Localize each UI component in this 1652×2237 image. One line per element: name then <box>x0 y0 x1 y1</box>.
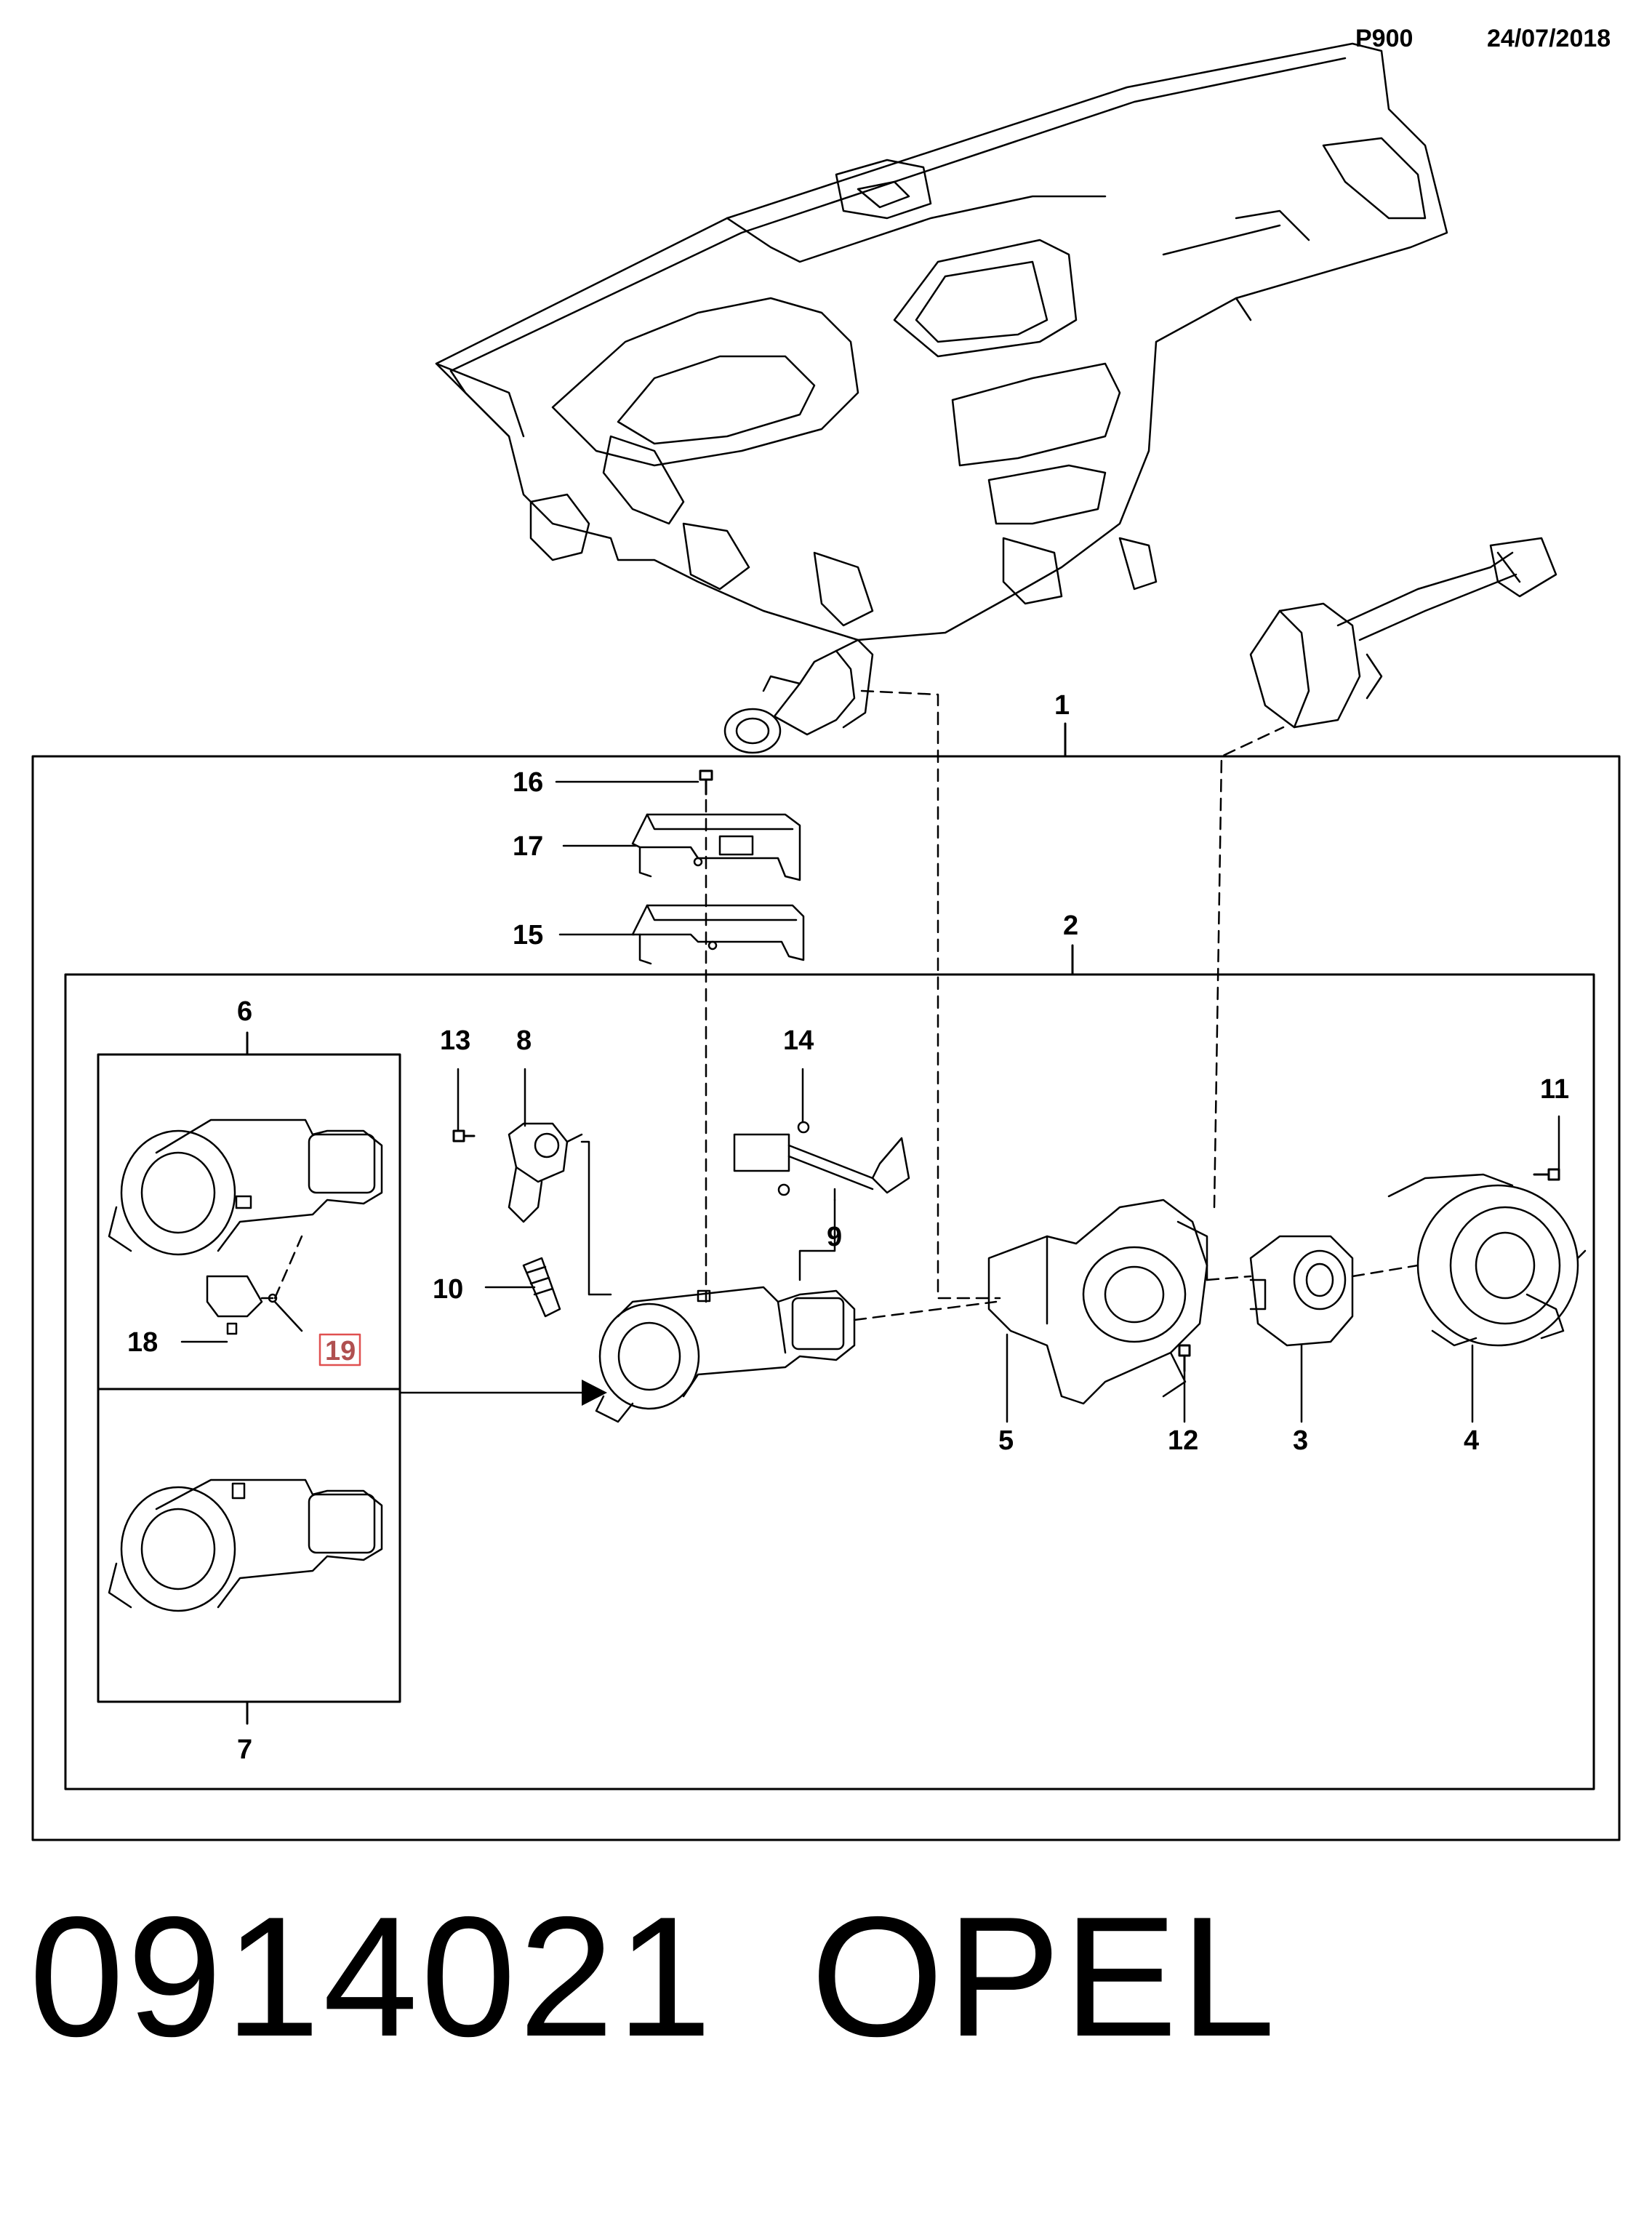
callout-18: 18 <box>127 1327 158 1358</box>
callout-17: 17 <box>513 831 543 862</box>
variant-7-module-drawing <box>108 1478 383 1612</box>
callout-19-highlight-box <box>318 1333 361 1366</box>
right-stalk-switch-drawing <box>1249 537 1557 729</box>
instrument-panel-drawing <box>435 42 1448 641</box>
housing-5-drawing <box>987 1198 1208 1405</box>
left-stalk-switch-drawing <box>723 639 874 754</box>
ignition-housing-drawing <box>595 1286 856 1423</box>
callout-8: 8 <box>516 1025 532 1056</box>
variant-6-module-drawing <box>108 1118 383 1256</box>
dashed-connection-lines <box>273 689 1587 1321</box>
callout-labels: 1 2 6 7 16 17 15 13 8 14 9 10 18 19 11 5… <box>127 690 1569 1765</box>
callout-16: 16 <box>513 767 543 798</box>
callout-2: 2 <box>1063 911 1078 941</box>
callout-19: 19 <box>325 1336 356 1366</box>
screw-13-drawing <box>452 1129 476 1142</box>
callout-12: 12 <box>1168 1425 1198 1456</box>
screw-11-drawing <box>1533 1168 1560 1181</box>
bracket-15-drawing <box>631 904 805 965</box>
callout-1: 1 <box>1054 690 1070 721</box>
variant-7-frame <box>97 1388 401 1703</box>
bracket-17-drawing <box>631 813 801 881</box>
callout-6: 6 <box>237 996 252 1027</box>
callout-13: 13 <box>440 1025 470 1056</box>
callout-14: 14 <box>783 1025 814 1056</box>
callout-10: 10 <box>433 1274 463 1305</box>
callout-9: 9 <box>827 1222 842 1252</box>
callout-3: 3 <box>1293 1425 1308 1456</box>
assembly-1-frame <box>31 755 1621 1841</box>
diagram-code: P900 <box>1355 25 1414 52</box>
brand-name: OPEL <box>811 1881 1278 2072</box>
diagram-date: 24/07/2018 <box>1487 25 1611 52</box>
screw-16-drawing <box>699 769 713 796</box>
coil-4-drawing <box>1387 1173 1579 1347</box>
sensor-8-drawing <box>508 1122 583 1223</box>
leader-lines <box>180 780 1560 1423</box>
pin-10-drawing <box>522 1257 561 1318</box>
harness-9-drawing <box>733 1121 910 1196</box>
callout-11: 11 <box>1540 1074 1569 1105</box>
callout-7: 7 <box>237 1734 252 1765</box>
callout-15: 15 <box>513 920 543 951</box>
part-number: 0914021 <box>29 1881 715 2072</box>
screw-12-drawing <box>1178 1344 1191 1372</box>
clockspring-3-drawing <box>1249 1235 1354 1347</box>
callout-4: 4 <box>1464 1425 1479 1456</box>
variant-arrow-head <box>582 1380 607 1406</box>
callout-5: 5 <box>998 1425 1014 1456</box>
assembly-2-frame <box>64 973 1595 1790</box>
part-18-drawing <box>206 1275 278 1335</box>
